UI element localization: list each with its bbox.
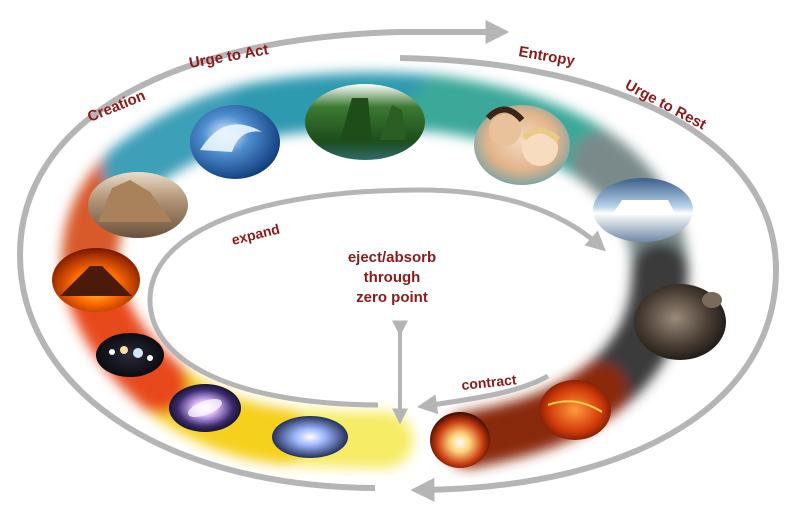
- iceberg-image: [593, 178, 693, 242]
- center-text-line-3: zero point: [356, 289, 428, 306]
- volcano-image: [52, 248, 140, 312]
- center-text-line-1: eject/absorb: [348, 249, 436, 266]
- creation-label: Creation: [85, 87, 148, 126]
- family-image: [474, 105, 570, 185]
- urge-to-rest-label: Urge to Rest: [622, 77, 709, 134]
- wave-image: [190, 105, 280, 179]
- expand-label: expand: [230, 221, 281, 248]
- tropical-image: [305, 84, 425, 160]
- lava-image: [539, 380, 611, 440]
- asteroid-image: [634, 284, 726, 360]
- inner-loop: [147, 187, 606, 415]
- explosion-image: [430, 412, 490, 468]
- center-text-line-2: through: [364, 269, 421, 286]
- desert-rocks-image: [88, 172, 188, 238]
- planets-image: [96, 333, 164, 377]
- outer-loop: [16, 20, 780, 502]
- urge-to-act-label: Urge to Act: [188, 41, 270, 72]
- galaxy-image: [169, 384, 241, 432]
- entropy-label: Entropy: [517, 43, 576, 70]
- contract-label: contract: [461, 371, 518, 393]
- star-burst-image: [272, 416, 348, 458]
